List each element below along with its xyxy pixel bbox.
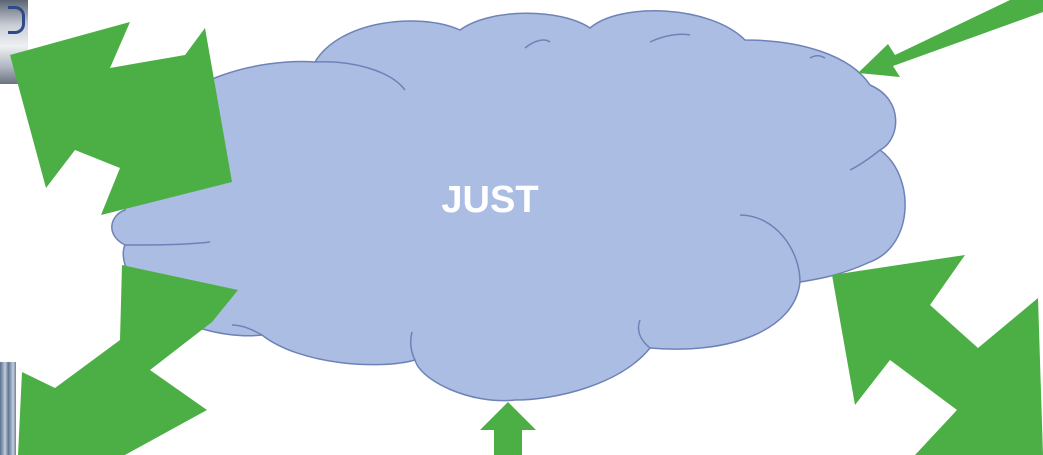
arrow-bottom-center <box>480 402 536 455</box>
cloud-bump-line <box>649 33 691 43</box>
cloud-bump-line <box>410 331 416 361</box>
cloud-bump-line <box>637 319 651 349</box>
arrow-top-right <box>858 0 1043 77</box>
double-arrow-bottom-left <box>18 265 238 455</box>
cloud-bump-line <box>809 55 826 59</box>
double-arrow-bottom-right <box>832 255 1043 455</box>
cloud-bump-line <box>524 39 551 49</box>
photo-fragment-top-left <box>0 0 28 84</box>
cloud-outline <box>111 10 906 402</box>
cloud-bump-line <box>314 61 406 91</box>
cloud-shape <box>111 10 906 402</box>
cloud-bump-line <box>739 214 801 283</box>
cloud-bump-line <box>849 149 881 171</box>
arrows-group <box>10 0 1043 455</box>
double-arrow-top-left <box>10 22 232 215</box>
cloud-bump-line <box>231 324 263 336</box>
photo-fragment-bottom-left <box>0 362 16 455</box>
cloud-label: JUST <box>441 179 538 221</box>
cloud-bump-line <box>124 241 211 246</box>
logo-fragment <box>8 6 25 34</box>
